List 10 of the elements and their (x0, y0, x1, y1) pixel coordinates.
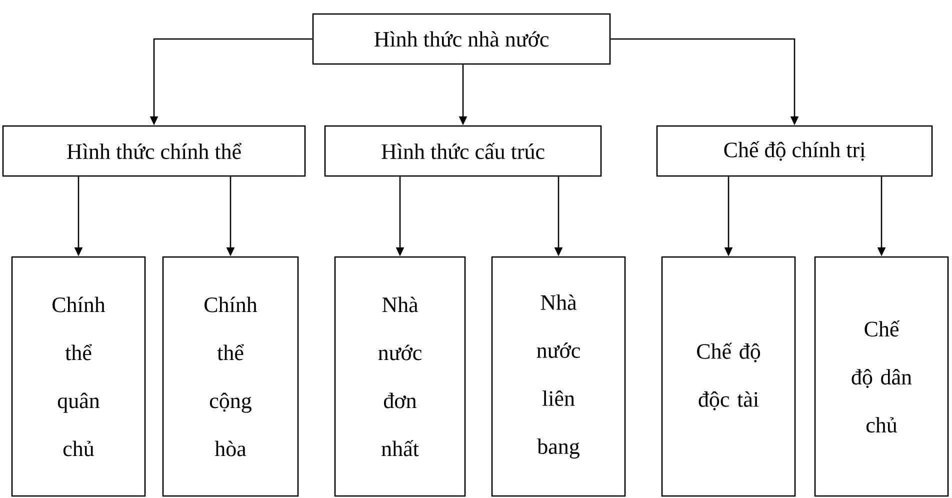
leaf-box: Nhà nước đơn nhất (334, 256, 466, 497)
category-box: Hình thức chính thể (2, 125, 306, 177)
leaf-box: Nhà nước liên bang (491, 256, 626, 497)
leaf-box: Chế độ độc tài (661, 256, 796, 497)
leaf-box: Chính thể quân chủ (11, 256, 146, 497)
leaf-box: Chế độ dân chủ (814, 256, 949, 497)
category-box: Chế độ chính trị (656, 125, 933, 177)
category-box: Hình thức cấu trúc (324, 125, 602, 177)
leaf-box: Chính thể cộng hòa (162, 256, 299, 497)
root-box: Hình thức nhà nước (312, 13, 611, 65)
